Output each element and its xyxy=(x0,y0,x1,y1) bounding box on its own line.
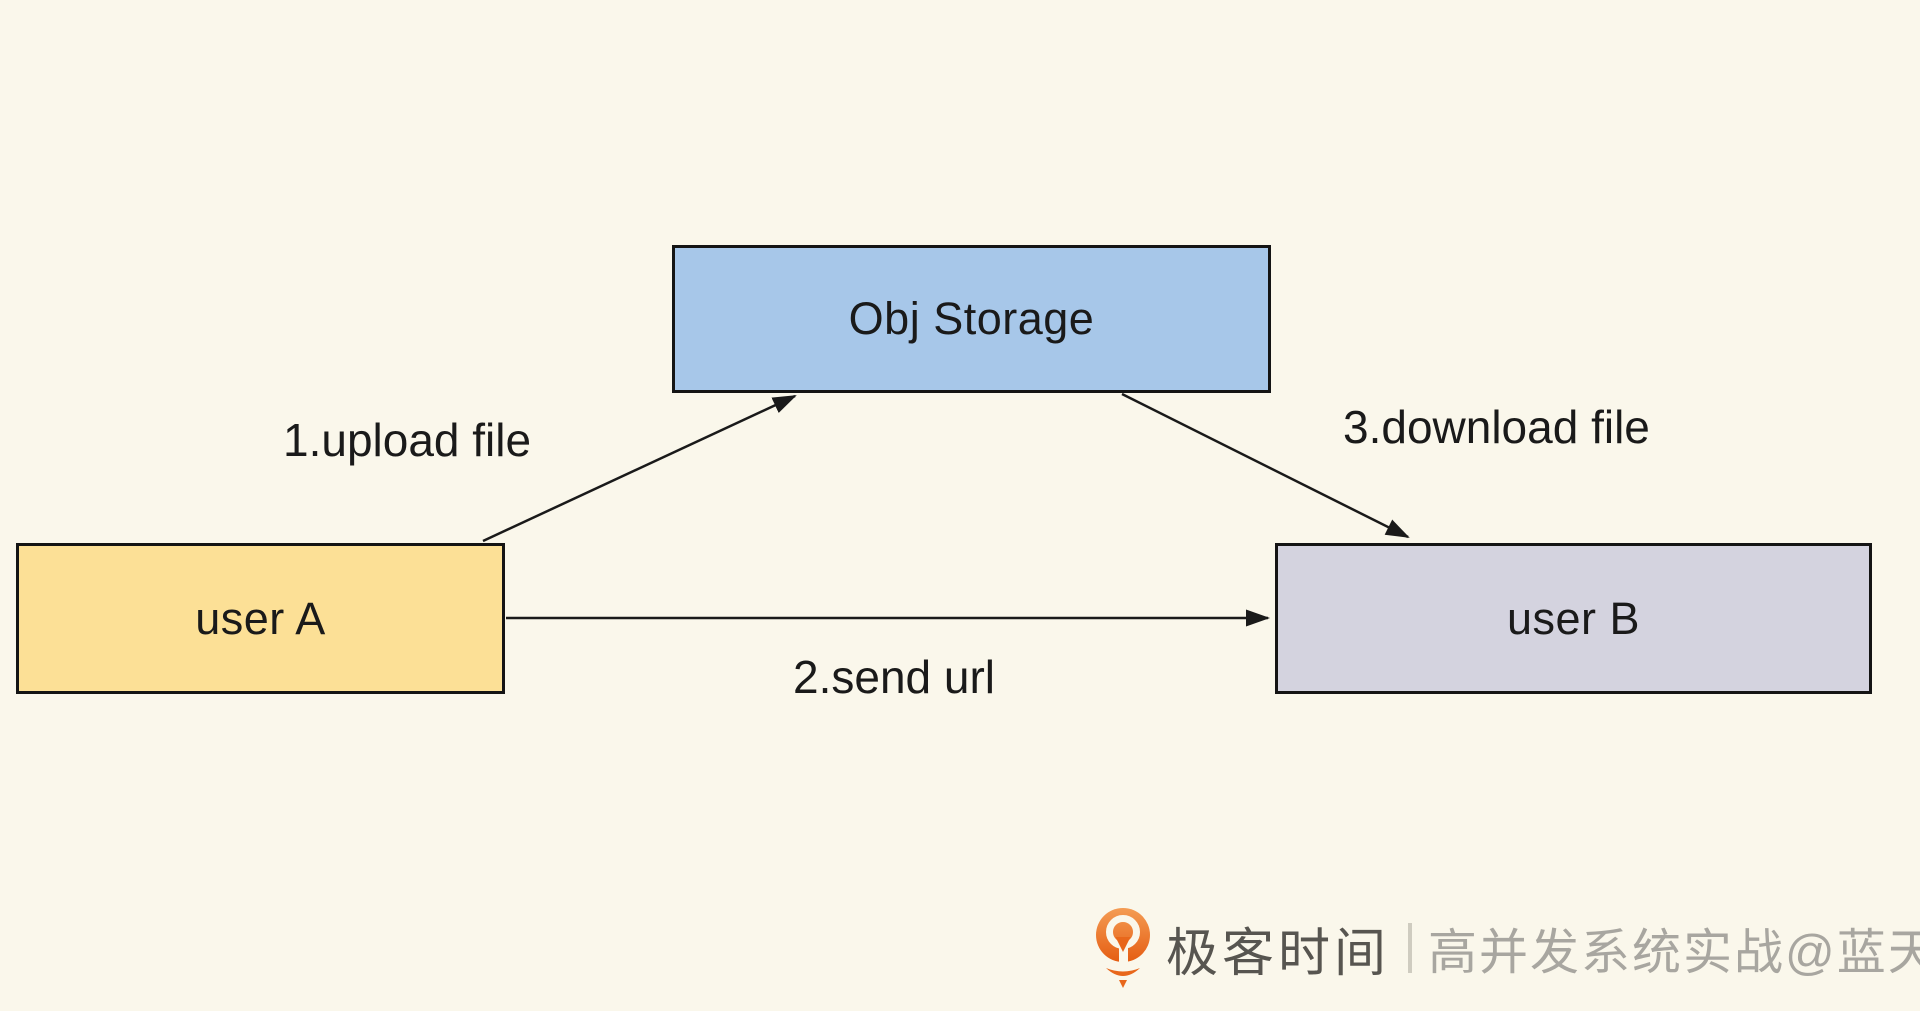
watermark-brand: 极客时间 xyxy=(1166,924,1391,983)
edge-label-send-url: 2.send url xyxy=(793,651,996,703)
watermark-caption: 高并发系统实战@蓝天 xyxy=(1428,925,1920,980)
node-obj-storage-label: Obj Storage xyxy=(848,293,1095,344)
watermark-separator xyxy=(1408,923,1413,973)
node-user-b: user B xyxy=(1275,543,1872,694)
node-user-b-label: user B xyxy=(1506,592,1641,644)
edge-label-upload-file: 1.upload file xyxy=(283,414,532,466)
node-obj-storage: Obj Storage xyxy=(672,245,1271,393)
geektime-logo-icon xyxy=(1096,908,1150,988)
watermark: 极客时间 高并发系统实战@蓝天 xyxy=(1094,906,1920,990)
edge-label-download-file: 3.download file xyxy=(1343,401,1650,453)
node-user-a-label: user A xyxy=(195,592,326,644)
node-user-a: user A xyxy=(16,543,505,694)
